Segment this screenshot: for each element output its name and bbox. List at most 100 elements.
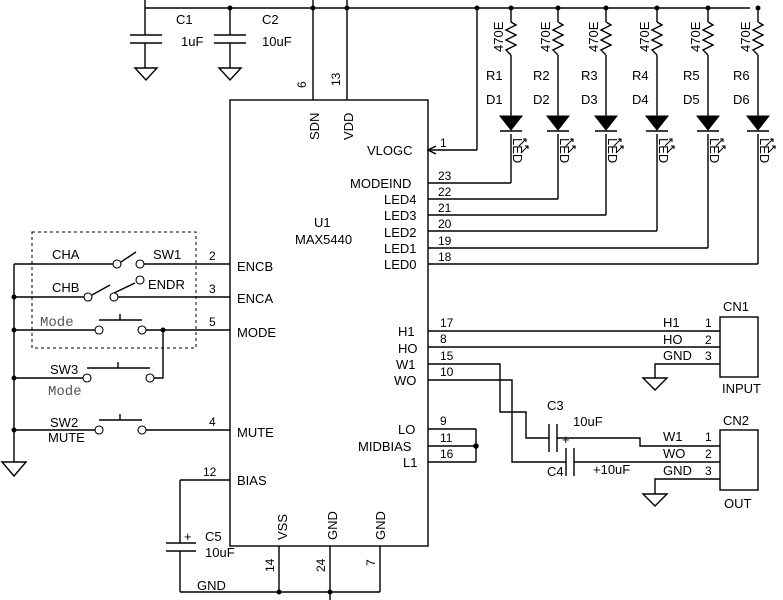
resistor-r4	[650, 21, 664, 56]
pin-num-led4: 22	[438, 185, 452, 199]
ic-u1: U1 MAX5440 VLOGC MODEIND LED4 LED3 LED2 …	[229, 99, 429, 547]
pin-num-mode: 5	[209, 315, 216, 329]
pin-num-l1: 16	[440, 447, 454, 461]
resistor-r4-value: 470E	[637, 21, 652, 52]
net-lo-midbias-l1: 9 11 16	[428, 414, 479, 463]
switch-sw3-label: Mode	[48, 384, 82, 400]
bottom-pins: 14 24 7	[263, 546, 381, 600]
cn1-pin2-num: 2	[705, 333, 712, 347]
pin-num-enca: 3	[209, 282, 216, 296]
pin-enca: ENCA	[237, 291, 273, 306]
net-bias: 12 + C5 10uF GND	[166, 465, 380, 593]
switch-sw2-ref: SW2	[50, 415, 78, 430]
cn2-pin2-label: WO	[663, 446, 685, 461]
pin-bias: BIAS	[237, 473, 267, 488]
pin-wo: WO	[394, 373, 416, 388]
pin-num-bias: 12	[203, 465, 217, 479]
pin-sdn: SDN	[307, 113, 322, 140]
switch-chb-label: CHB	[52, 280, 79, 295]
c1-ref: C1	[176, 12, 193, 27]
cn1-pin2-label: HO	[663, 332, 683, 347]
cn2-pin1-label: W1	[663, 429, 683, 444]
led-d2-ref: D2	[533, 92, 550, 107]
pin-led0: LED0	[384, 257, 417, 272]
led-d6-ref: D6	[733, 92, 750, 107]
cn1-pin3-label: GND	[663, 348, 692, 363]
pin-num-lo: 9	[440, 414, 447, 428]
c4-value: +10uF	[593, 462, 630, 477]
connector-cn2: CN2 OUT W1 WO GND 1 2 3	[641, 413, 759, 511]
switch-sw1-label: SW1	[153, 247, 181, 262]
pin-num-encb: 2	[209, 249, 216, 263]
cn1-ref: CN1	[723, 299, 749, 314]
resistor-r1	[504, 21, 518, 56]
resistor-r1-ref: R1	[486, 68, 503, 83]
cn1-pin1-num: 1	[705, 316, 712, 330]
pin-num-wo: 10	[440, 365, 454, 379]
c1-value: 1uF	[181, 34, 203, 49]
resistor-r2	[551, 21, 565, 56]
pin-num-vdd: 13	[329, 72, 343, 86]
resistor-r5-value: 470E	[688, 21, 703, 52]
pin-led2: LED2	[384, 225, 417, 240]
cn1-pin1-label: H1	[663, 315, 680, 330]
resistor-r5-ref: R5	[683, 68, 700, 83]
resistor-r3-value: 470E	[586, 21, 601, 52]
resistor-r3	[599, 21, 613, 56]
cn2-ref: CN2	[723, 413, 749, 428]
pin-led4: LED4	[384, 192, 417, 207]
c4-ref: C4	[547, 464, 564, 479]
pin-ho: HO	[398, 341, 418, 356]
switch-mode-in-box-label: Mode	[40, 315, 74, 331]
pin-vss: VSS	[275, 514, 290, 540]
resistor-r4-ref: R4	[632, 68, 649, 83]
ic-part-number: MAX5440	[295, 232, 352, 247]
pin-num-vss: 14	[263, 558, 277, 572]
led-columns: 470ER1D1LED470ER2D2LED470ER3D3LED470ER4D…	[486, 5, 776, 163]
led-d1-symbol	[498, 115, 524, 131]
pin-num-led2: 20	[438, 217, 452, 231]
net-led-pins: 23 22 21 20 19 18	[428, 134, 759, 265]
pin-num-w1: 15	[440, 349, 454, 363]
led-d1-ref: D1	[486, 92, 503, 107]
pin-num-ho: 8	[440, 332, 447, 346]
pin-num-gnd-24: 24	[314, 558, 328, 572]
net-vlogc: 1	[426, 5, 480, 155]
pin-lo: LO	[398, 422, 415, 437]
pin-modeind: MODEIND	[350, 176, 411, 191]
pin-num-gnd-7: 7	[364, 559, 378, 566]
resistor-r3-ref: R3	[581, 68, 598, 83]
pin-num-h1: 17	[440, 316, 454, 330]
pin-midbias: MIDBIAS	[358, 439, 412, 454]
switch-endr-label: ENDR	[148, 277, 185, 292]
switch-sw2-label: MUTE	[48, 430, 85, 445]
pin-encb: ENCB	[237, 259, 273, 274]
pin-num-led1: 19	[438, 234, 452, 248]
resistor-r6-ref: R6	[733, 68, 750, 83]
c5-value: 10uF	[205, 545, 235, 560]
supply-pins: 6 13 SDN VDD	[295, 0, 356, 140]
led-d2-label: LED	[557, 138, 572, 163]
led-d2-symbol	[545, 115, 571, 131]
resistor-r5	[701, 21, 715, 56]
switch-sw3-ref: SW3	[50, 362, 78, 377]
pin-led1: LED1	[384, 241, 417, 256]
led-d5-ref: D5	[683, 92, 700, 107]
ic-refdes: U1	[314, 215, 331, 230]
cn1-name: INPUT	[722, 381, 761, 396]
c2-ref: C2	[262, 12, 279, 27]
capacitor-c1: C1 1uF	[130, 8, 203, 82]
c2-value: 10uF	[262, 34, 292, 49]
c3-plus: +	[562, 432, 570, 447]
resistor-r6	[751, 21, 765, 56]
pin-l1: L1	[403, 455, 417, 470]
c5-plus: +	[184, 529, 192, 544]
supply-rail	[144, 0, 750, 9]
led-d6-label: LED	[757, 138, 772, 163]
led-d6-symbol	[745, 115, 771, 131]
cn2-pin2-num: 2	[705, 447, 712, 461]
pin-vlogc: VLOGC	[367, 143, 413, 158]
c5-ref: C5	[205, 529, 222, 544]
connector-cn1: CN1 INPUT H1 HO GND 1 2 3	[641, 299, 761, 396]
